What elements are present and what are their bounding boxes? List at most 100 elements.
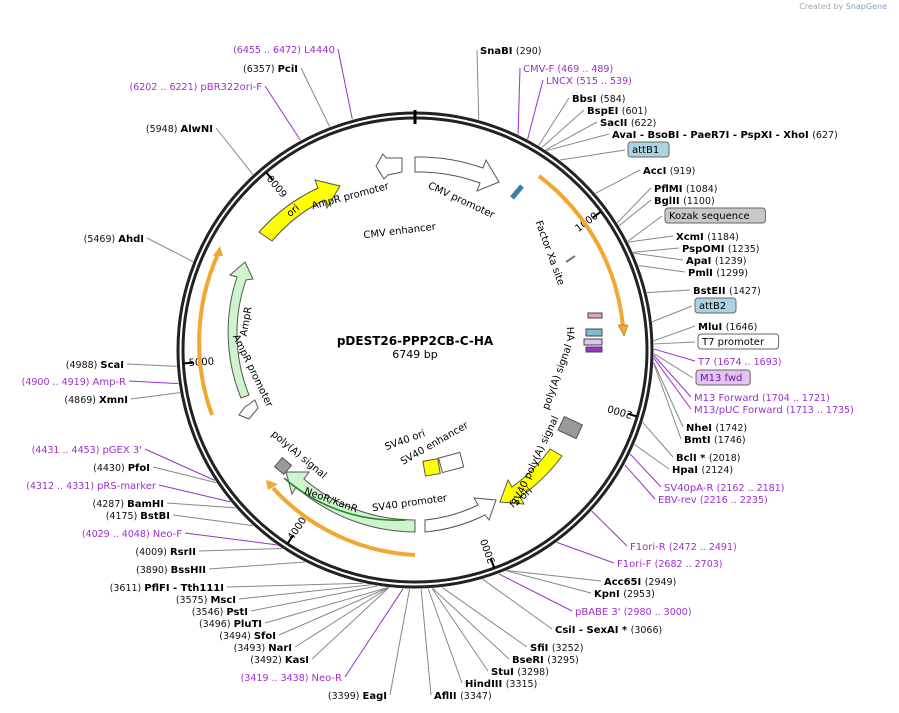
site-position: (3575)	[176, 595, 211, 606]
leader-line	[541, 109, 585, 148]
site-label: (5948) AlwNI	[146, 124, 213, 135]
leader-line	[595, 169, 641, 194]
site-label: (5469) AhdI	[84, 234, 144, 245]
snapgene-credit: Created by SnapGene	[799, 2, 887, 11]
site-position: (3399)	[328, 691, 363, 702]
feature-label: Factor Xa site	[533, 219, 567, 287]
leader-line	[638, 264, 686, 273]
feature-box-label: Kozak sequence	[669, 211, 750, 222]
site-position: (6357)	[243, 64, 278, 75]
orf-ppp2cb-arc	[537, 174, 625, 328]
site-position: (4175)	[106, 511, 141, 522]
site-name: CMV-F	[523, 64, 557, 75]
leader-line	[653, 348, 696, 362]
site-name: pRS-marker	[97, 481, 157, 492]
leader-line	[517, 67, 521, 135]
site-name: BmtI	[684, 435, 714, 446]
site-label: SacII (622)	[600, 118, 656, 129]
scale-tick-label: 6000	[266, 172, 291, 199]
site-position: (1674 .. 1693)	[714, 357, 782, 368]
leader-line	[653, 341, 696, 345]
site-label: BspEI (601)	[587, 106, 647, 117]
leader-line	[198, 548, 282, 552]
attb-small-box	[587, 312, 603, 319]
site-name: BamHI	[127, 499, 164, 510]
scale-tick	[286, 534, 294, 545]
site-label: (4430) PfoI	[93, 463, 150, 474]
leader-line	[624, 464, 656, 500]
feature-box-label: M13 fwd	[700, 373, 742, 384]
site-position: (1235)	[728, 244, 760, 255]
site-label: (3493) NarI	[234, 643, 292, 654]
cmv-promoter-mark	[510, 184, 524, 200]
leader-line	[646, 289, 691, 294]
site-position: (2682 .. 2703)	[655, 559, 723, 570]
leader-line	[653, 353, 694, 379]
feature-box-label: attB2	[699, 301, 726, 312]
cmv-enhancer-arrow	[414, 156, 500, 192]
leader-line	[152, 466, 217, 484]
site-name: Neo-R	[312, 673, 343, 684]
leader-line	[633, 252, 684, 261]
site-name: KasI	[285, 655, 309, 666]
leader-line	[642, 422, 674, 458]
site-label: PspOMI (1235)	[682, 244, 760, 255]
site-position: (4988)	[66, 360, 101, 371]
primer-label: M13/pUC Forward (1713 .. 1735)	[694, 405, 854, 416]
ha-tag-box-2	[583, 338, 603, 346]
leader-line	[527, 79, 544, 140]
scale-tick	[265, 171, 274, 181]
leader-line	[389, 588, 411, 696]
site-position: (6455 .. 6472)	[233, 45, 304, 56]
site-name: SnaBI	[480, 46, 516, 57]
site-label: (3575) MscI	[176, 595, 236, 606]
sv40-enhancer-box	[437, 451, 465, 474]
scale-tick-label: 2000	[606, 402, 634, 420]
site-position: (5948)	[146, 124, 181, 135]
site-name: BstBI	[140, 511, 170, 522]
leader-line	[420, 588, 432, 696]
scale-tick-label: 3000	[479, 537, 498, 565]
site-name: Neo-F	[153, 529, 183, 540]
feature-label: HA	[564, 327, 576, 342]
leader-line	[556, 541, 615, 564]
site-name: M13/pUC Forward	[694, 405, 786, 416]
ha-tag-box	[585, 328, 603, 337]
site-name: EagI	[363, 691, 387, 702]
leader-line	[653, 355, 692, 398]
site-label: AccI (919)	[643, 166, 695, 177]
site-name: BglII	[654, 196, 683, 207]
site-name: AvaI - BsoBI - PaeR7I - PspXI - XhoI	[612, 130, 812, 141]
leader-line	[128, 380, 179, 385]
site-position: (2216 .. 2235)	[700, 495, 768, 506]
site-name: M13 Forward	[694, 393, 762, 404]
site-position: (627)	[812, 130, 838, 141]
site-label: AflII (3347)	[434, 691, 492, 702]
site-name: CsiI - SexAI *	[555, 625, 631, 636]
leader-line	[653, 362, 682, 440]
primer-label: EBV-rev (2216 .. 2235)	[658, 495, 768, 506]
primer-label: (4431 .. 4453) pGEX 3'	[32, 445, 142, 456]
site-label: CsiI - SexAI * (3066)	[555, 625, 662, 636]
site-position: (4009)	[135, 547, 170, 558]
leader-line	[628, 235, 674, 243]
site-name: HindIII	[465, 679, 506, 690]
site-name: L4440	[304, 45, 335, 56]
scale-tick	[183, 361, 194, 365]
leader-line	[432, 587, 510, 660]
site-label: HindIII (3315)	[465, 679, 537, 690]
site-position: (1427)	[729, 286, 761, 297]
site-label: BseRI (3295)	[512, 655, 579, 666]
leader-line	[441, 587, 528, 648]
site-position: (3494)	[219, 631, 254, 642]
site-position: (6202 .. 6221)	[130, 82, 201, 93]
site-name: BseRI	[512, 655, 547, 666]
leader-line	[172, 514, 253, 527]
orf-amp-arrowhead	[213, 246, 223, 256]
site-position: (1299)	[716, 268, 748, 279]
site-position: (4430)	[93, 463, 128, 474]
site-label: BbsI (584)	[572, 94, 625, 105]
leader-line	[545, 121, 598, 151]
leader-line	[130, 392, 180, 400]
site-name: ApaI	[686, 256, 715, 267]
